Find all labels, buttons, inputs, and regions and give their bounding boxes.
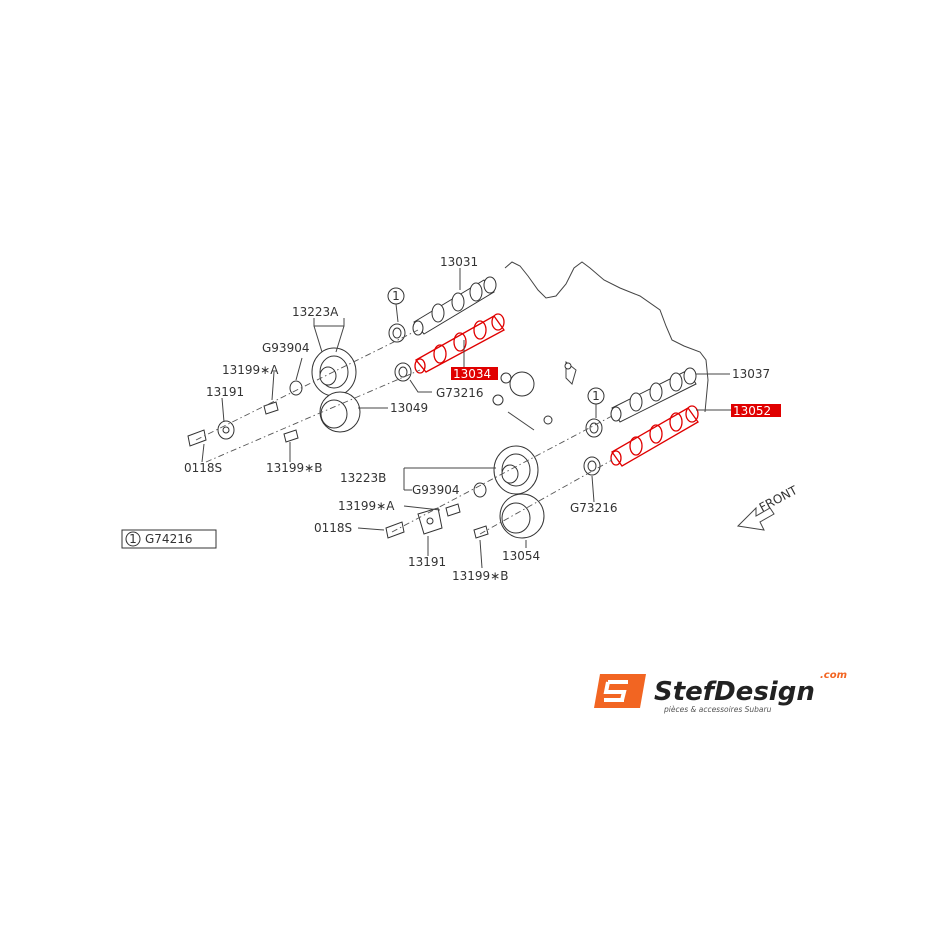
bolt-13199b-bottom	[473, 525, 489, 539]
callout-13223a: 13223A	[292, 305, 339, 319]
sprocket-13223b	[493, 445, 539, 495]
callout-13199b-top: 13199∗B	[266, 461, 322, 475]
oil-seal-g73216-lower	[583, 456, 601, 476]
callout-g73216-bottom: G73216	[570, 501, 617, 515]
camshaft-13037	[610, 367, 697, 423]
callout-13191-bottom: 13191	[408, 555, 446, 569]
callout-13199b-bottom: 13199∗B	[452, 569, 508, 583]
tensioner-parts	[492, 360, 577, 431]
svg-text:G74216: G74216	[145, 532, 192, 546]
svg-text:1: 1	[592, 389, 600, 403]
washer-13191-top	[217, 420, 235, 440]
bolt-0118s-top	[187, 429, 207, 447]
front-arrow-icon: FRONT	[736, 483, 800, 531]
svg-text:1: 1	[392, 289, 400, 303]
circle-marker-lower: 1	[587, 387, 605, 405]
callout-13199a-bottom: 13199∗A	[338, 499, 395, 513]
callout-13049: 13049	[390, 401, 428, 415]
bolt-13199a-top	[263, 401, 279, 415]
o-ring-g93904-bottom	[473, 482, 487, 498]
bolt-13199b-top	[283, 429, 299, 443]
sd-logo-mark-icon	[594, 674, 646, 708]
camshaft-13031	[412, 276, 497, 336]
camshaft-13052-highlighted	[610, 405, 699, 467]
callout-13054: 13054	[502, 549, 540, 563]
svg-text:13052: 13052	[733, 404, 771, 418]
pulley-13049	[319, 391, 361, 433]
callout-13199a-top: 13199∗A	[222, 363, 279, 377]
svg-text:FRONT: FRONT	[757, 483, 800, 515]
callout-13191-top: 13191	[206, 385, 244, 399]
circle-marker-upper: 1	[387, 287, 405, 305]
svg-text:1: 1	[129, 532, 137, 546]
stefdesign-logo: StefDesign .com pièces & accessoires Sub…	[594, 666, 856, 720]
bolt-13199a-bottom	[445, 503, 461, 517]
oil-seal-upper-1	[388, 323, 406, 343]
logo-tagline: pièces & accessoires Subaru	[663, 705, 772, 714]
leader-lines	[201, 268, 732, 569]
o-ring-g93904-top	[289, 380, 303, 396]
callout-13052-highlighted: 13052	[731, 404, 781, 418]
callout-13223b: 13223B	[340, 471, 386, 485]
callout-g93904-bottom: G93904	[412, 483, 459, 497]
callout-13037: 13037	[732, 367, 770, 381]
logo-tld-text: .com	[820, 670, 847, 681]
oil-seal-g73216-upper	[394, 362, 412, 382]
callout-g93904-top: G93904	[262, 341, 309, 355]
callout-13034-highlighted: 13034	[451, 367, 498, 381]
camshaft-13034-highlighted	[414, 313, 505, 374]
callout-0118s-bottom: 0118S	[314, 521, 352, 535]
plate-13191-bottom	[417, 507, 443, 535]
legend-box: 1 G74216	[121, 529, 217, 549]
callout-13031: 13031	[440, 255, 478, 269]
logo-brand-text: StefDesign	[654, 677, 815, 707]
svg-text:13034: 13034	[453, 367, 491, 381]
pulley-13054	[499, 493, 545, 539]
callout-g73216-top: G73216	[436, 386, 483, 400]
oil-seal-lower-1	[585, 418, 603, 438]
callout-0118s-top: 0118S	[184, 461, 222, 475]
engine-block-outline	[504, 261, 709, 413]
